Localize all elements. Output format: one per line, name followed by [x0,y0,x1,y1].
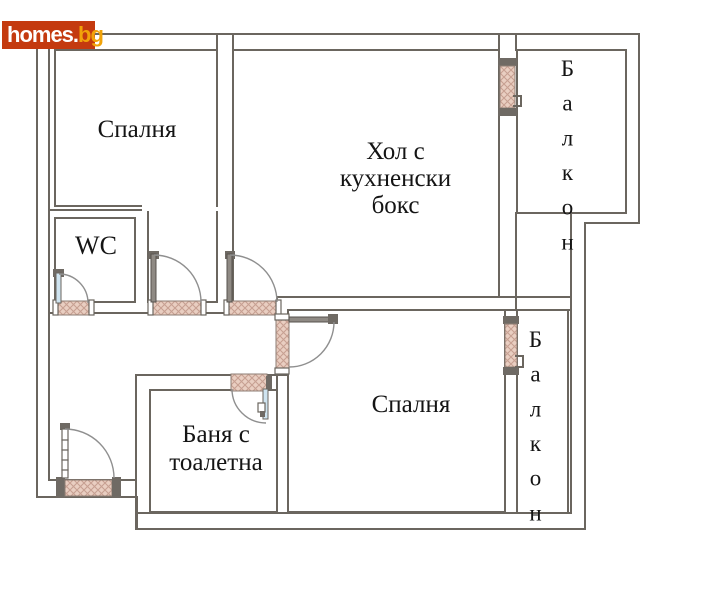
homes-bg-logo[interactable]: homes.bg [2,21,104,49]
room-bedroom-bottom-outline [287,309,506,513]
threshold-wc [57,300,91,316]
door-bedroom-bottom-icon [288,314,338,368]
room-living-outline [232,49,500,303]
room-wc-outline [54,217,136,303]
door-living-icon [225,251,278,303]
room-label-balcony-top: Балкон [555,56,580,264]
room-label-living: Хол с кухненски бокс [318,138,473,219]
room-balcony-right-outline [516,309,569,514]
room-label-bedroom-top: Спалня [97,116,177,143]
door-entry-nook-icon [149,251,202,303]
logo-brand-text: homes [7,22,74,47]
exterior-walls [36,33,640,530]
room-label-bathroom-line2: тоалетна [169,449,263,476]
window-balcony-right-icon [503,316,524,375]
threshold-bathroom [230,373,268,392]
door-thresholds [52,299,290,392]
threshold-living [228,300,278,316]
window-bottom-left-icon [56,477,121,498]
room-label-living-line1: Хол с [366,138,425,165]
room-label-bedroom-bottom: Спалня [371,391,451,418]
threshold-entry-nook [152,300,203,316]
door-corridor-glazed-icon [60,423,115,479]
threshold-bedroom-bottom [275,319,290,369]
door-bathroom-icon [231,388,269,424]
room-label-living-line3: бокс [371,192,420,219]
window-balcony-top-icon [498,58,522,116]
room-label-bathroom-line1: Баня с [182,421,250,448]
room-label-wc: WC [75,231,117,260]
door-wc-icon [53,269,89,304]
room-outlines [54,49,627,514]
room-bathroom-outline [149,389,278,513]
interior-walls [48,33,572,391]
logo-dot: . [72,22,79,47]
room-label-balcony-right: Балкон [523,327,548,535]
logo-tld-text: bg [78,22,104,47]
room-label-living-line2: кухненски [339,165,452,192]
room-bedroom-top-outline [54,49,218,207]
room-balcony-top-outline [516,49,627,214]
room-label-bathroom: Баня с тоалетна [140,421,292,477]
